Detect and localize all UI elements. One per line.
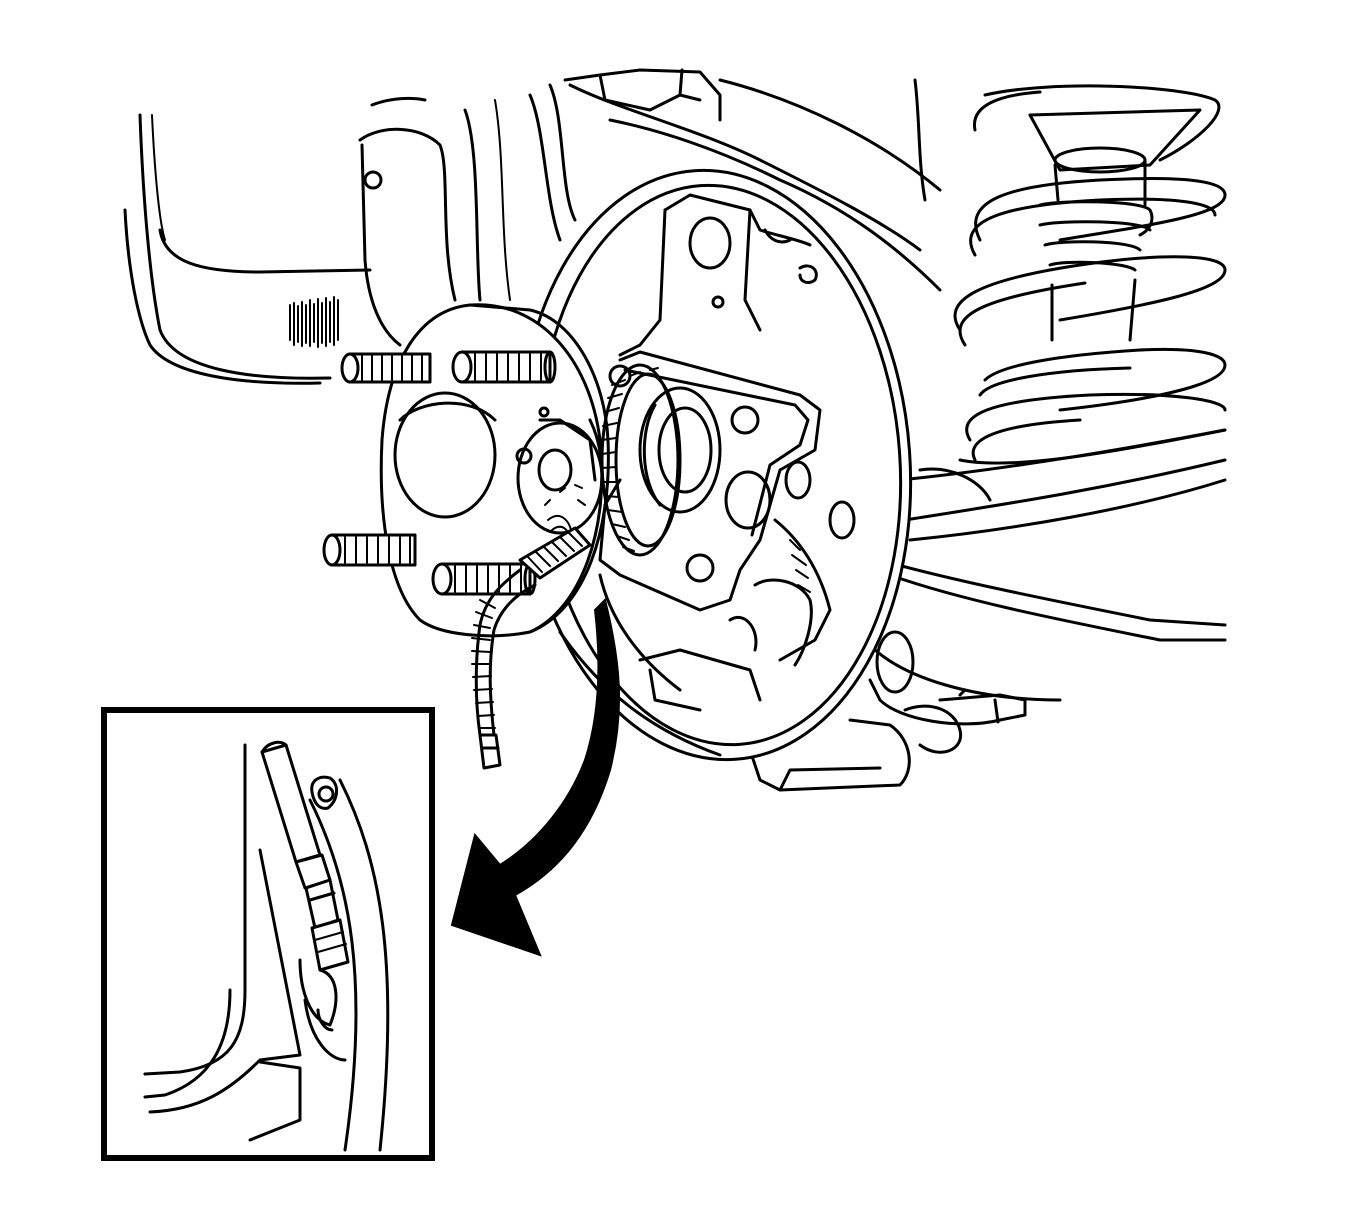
detail-inset-icon [101,707,435,1161]
suspension-arm-icon [748,428,1227,792]
hatch-marks-icon [289,296,339,348]
misc-linework-icon [558,573,722,757]
wheel-speed-sensor-harness-icon [471,526,592,770]
fender-liner-icon [123,83,577,385]
coil-spring-icon [953,84,1227,465]
wheel-stud-icon [322,350,557,596]
body-structure-icon [563,68,942,292]
detail-arrow-icon [450,598,621,957]
